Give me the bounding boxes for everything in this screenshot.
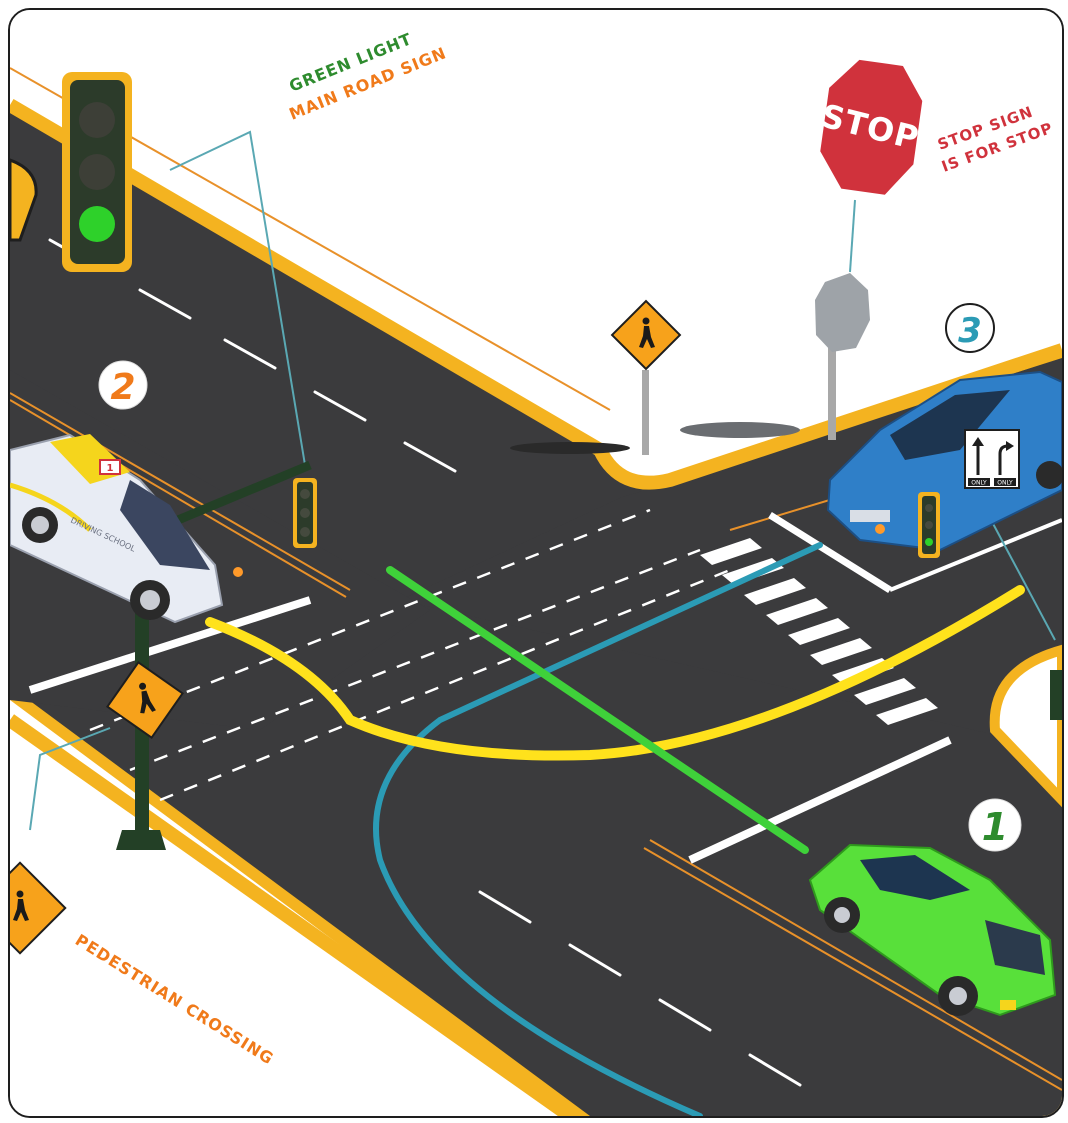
marker-car-2: 2 xyxy=(98,360,148,410)
path-yellow xyxy=(205,585,1025,761)
lane-direction-sign: ONLY ONLY xyxy=(964,429,1020,489)
corner-island-bottom-left xyxy=(10,730,550,1116)
path-green xyxy=(386,566,809,854)
traffic-light-large xyxy=(62,72,132,272)
turn-paths xyxy=(205,542,1025,1116)
marker-1-text: 1 xyxy=(982,805,1008,849)
corner-island-top xyxy=(10,10,1062,483)
pedestrian-sign-bottom-left xyxy=(10,861,67,955)
lane-sign-left: ONLY xyxy=(971,480,987,487)
green-lamp xyxy=(79,206,115,242)
car-2-driving-school: 1 DRIVING SCHOOL xyxy=(10,433,243,624)
stop-sign: STOP xyxy=(814,52,929,203)
car-3-blue: ONLY ONLY xyxy=(826,370,1062,558)
corner-island-right xyxy=(989,644,1062,808)
path-blue xyxy=(373,542,823,1116)
red-lamp xyxy=(79,102,115,138)
stop-sign-back xyxy=(680,273,870,440)
pedestrian-sign-corner xyxy=(510,299,682,455)
taxi-roof-sign: 1 xyxy=(107,463,114,474)
marker-car-1: 1 xyxy=(968,798,1022,852)
lane-sign-right: ONLY xyxy=(997,480,1013,487)
illustration-frame: STOP 1 DRIVING SCHOOL ONLY ONLY xyxy=(8,8,1064,1118)
car-1-green xyxy=(808,843,1057,1017)
marker-2-text: 2 xyxy=(110,367,135,408)
intersection-scene: STOP 1 DRIVING SCHOOL ONLY ONLY xyxy=(10,10,1062,1116)
marker-3-text: 3 xyxy=(958,311,982,351)
pedestrian-sign-left-pole xyxy=(106,661,184,739)
yellow-lamp xyxy=(79,154,115,190)
marker-car-3: 3 xyxy=(945,303,995,353)
